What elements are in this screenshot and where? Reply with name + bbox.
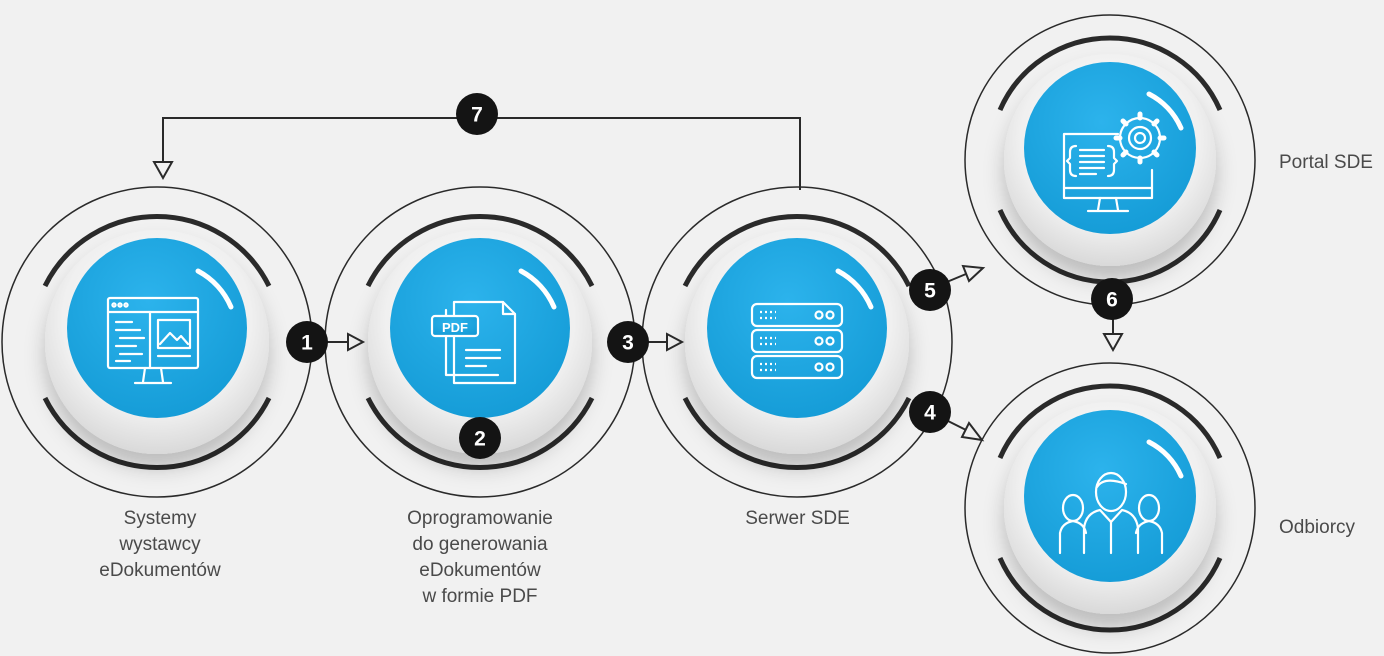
svg-text:2: 2	[474, 428, 486, 451]
label-systems: Systemy wystawcy eDokumentów	[99, 508, 221, 581]
step-badge-5: 5	[909, 269, 951, 311]
svg-text:3: 3	[622, 332, 634, 355]
svg-text:6: 6	[1106, 289, 1118, 312]
step-badge-7: 7	[456, 93, 498, 135]
people-group-icon	[1058, 471, 1164, 555]
step-badge-1: 1	[286, 321, 328, 363]
label-recipients: Odbiorcy	[1279, 517, 1356, 538]
step-badge-3: 3	[607, 321, 649, 363]
node-server	[641, 186, 953, 498]
pdf-document-icon	[430, 300, 517, 385]
svg-text:5: 5	[924, 280, 936, 303]
browser-monitor-icon	[106, 296, 200, 385]
node-pdf-software: PDF	[324, 186, 636, 498]
svg-text:4: 4	[924, 402, 936, 425]
svg-text:1: 1	[301, 332, 313, 355]
node-systems	[1, 186, 313, 498]
step-badge-2: 2	[459, 417, 501, 459]
label-portal: Portal SDE	[1279, 152, 1373, 173]
step-badge-6: 6	[1091, 278, 1133, 320]
svg-text:7: 7	[471, 104, 483, 127]
server-icon	[750, 302, 844, 380]
node-portal	[964, 14, 1256, 306]
step-badge-4: 4	[909, 391, 951, 433]
label-pdf-software: Oprogramowanie do generowania eDokumentó…	[407, 508, 553, 607]
label-server: Serwer SDE	[745, 508, 850, 529]
node-recipients	[964, 362, 1256, 654]
svg-text:PDF: PDF	[442, 320, 468, 335]
code-monitor-gear-icon	[1062, 111, 1167, 213]
